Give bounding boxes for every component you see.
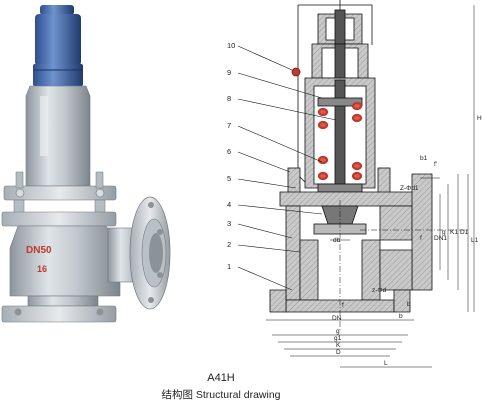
blue-cap xyxy=(40,5,74,15)
dim-DN1: DN1 xyxy=(434,235,447,242)
dim-f-prime: f' xyxy=(434,161,437,168)
valve-body xyxy=(9,225,121,297)
set-screw xyxy=(291,67,301,77)
dim-K: K xyxy=(336,342,341,349)
callouts: 10 9 8 7 6 5 4 3 2 1 xyxy=(227,41,235,271)
callout-6: 6 xyxy=(227,147,231,156)
dim-K1: K1 xyxy=(450,229,458,236)
dimension-lines xyxy=(266,5,475,368)
cap-nut xyxy=(33,64,83,86)
dim-f: f xyxy=(342,302,344,309)
dim-g-right: g xyxy=(442,229,446,236)
inlet-neck xyxy=(27,295,99,307)
callout-9: 9 xyxy=(227,68,231,77)
leader-lines xyxy=(237,45,337,291)
callout-10: 10 xyxy=(227,41,235,50)
callout-3: 3 xyxy=(227,219,231,228)
section-drawing xyxy=(237,0,475,368)
bonnet xyxy=(25,85,91,187)
dim-g: g xyxy=(336,328,340,335)
dim-g1: g1 xyxy=(334,335,342,342)
bonnet-flange xyxy=(3,185,117,201)
caption-text: 结构图 Structural drawing xyxy=(161,389,281,401)
dim-L: L xyxy=(384,360,388,367)
callout-5: 5 xyxy=(227,174,231,183)
dim-H: H xyxy=(477,115,482,122)
inlet-flange xyxy=(1,305,117,323)
dim-f-right: f xyxy=(420,235,422,242)
dim-z-d: z-Φd xyxy=(372,287,387,294)
dim-D: D xyxy=(336,349,341,356)
dim-z-d1: Z-Φd1 xyxy=(400,185,419,192)
spring xyxy=(317,101,363,181)
dim-b-right: b xyxy=(407,301,411,308)
body-marking: DN50 xyxy=(26,245,52,256)
callout-2: 2 xyxy=(227,240,231,249)
callout-1: 1 xyxy=(227,262,231,271)
dim-b: b xyxy=(399,313,403,320)
callout-7: 7 xyxy=(227,121,231,130)
callout-8: 8 xyxy=(227,94,231,103)
valve-photo: DN50 16 xyxy=(1,5,171,323)
dim-L1: L1 xyxy=(471,237,479,244)
dim-db: db xyxy=(333,237,341,244)
flange-marking: 16 xyxy=(37,264,47,274)
dim-D1-right: D1 xyxy=(460,229,469,236)
blue-cap-body xyxy=(35,14,81,66)
callout-4: 4 xyxy=(227,200,231,209)
body-section xyxy=(285,205,301,301)
dim-b1: b1 xyxy=(420,155,428,162)
body-flange xyxy=(1,211,117,227)
dimension-labels: H L1 D1 K1 g DN1 b1 f' Z-Φd1 f db f z-Φd… xyxy=(332,115,482,367)
model-label: A41H xyxy=(207,372,235,384)
dim-DN: DN xyxy=(332,315,342,322)
